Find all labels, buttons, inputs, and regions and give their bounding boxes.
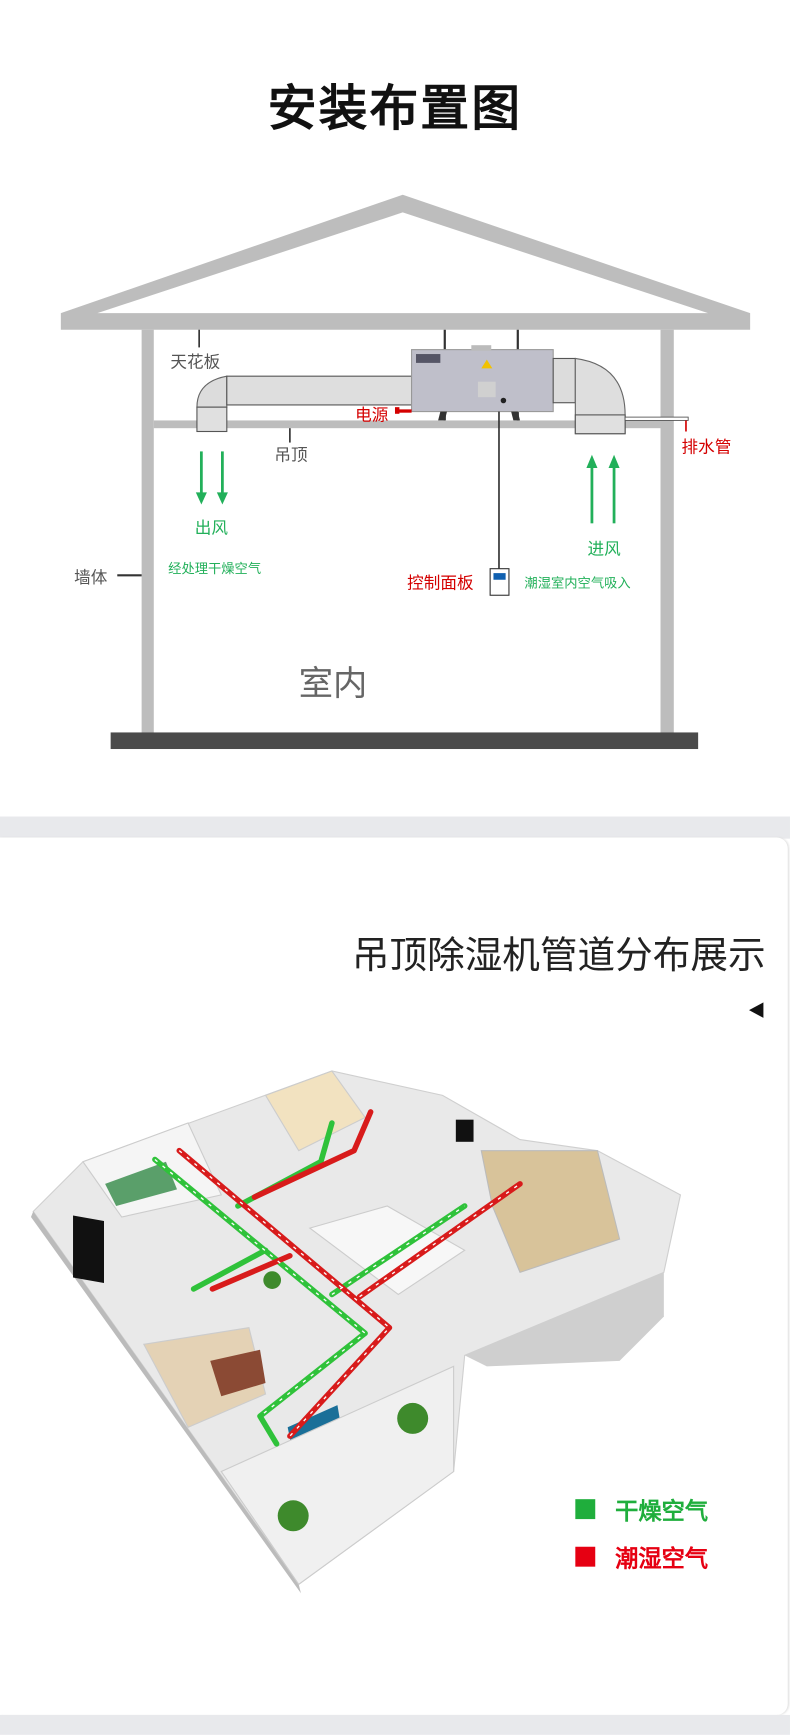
page-title: 安装布置图 (267, 80, 523, 138)
wall-label: 墙体 (74, 567, 108, 588)
floor (110, 732, 699, 750)
installation-diagram (60, 194, 751, 750)
inlet-duct (552, 357, 626, 435)
power-label: 电源 (355, 404, 389, 425)
legend-label-humid: 潮湿空气 (615, 1545, 709, 1573)
humid-air-label: 潮湿室内空气吸入 (524, 575, 631, 591)
dehumidifier-unit (411, 345, 554, 421)
inlet-arrows-icon (586, 454, 620, 524)
apartment-duct-illustration (30, 1070, 682, 1594)
outlet-duct (196, 375, 413, 433)
right-wall (660, 329, 674, 735)
indoor-label: 室内 (298, 663, 368, 704)
drain-pipe-label: 排水管 (681, 437, 732, 457)
triangle-left-icon[interactable] (749, 1002, 764, 1018)
left-wall (141, 329, 154, 735)
ceiling-board-label: 天花板 (170, 351, 221, 372)
control-panel-device (489, 568, 510, 596)
legend-swatch-humid (575, 1546, 596, 1567)
drain-pipe (624, 416, 689, 421)
suspended-ceiling-label: 吊顶 (274, 444, 308, 465)
distribution-heading: 吊顶除湿机管道分布展示 (351, 933, 766, 979)
legend-label-dry: 干燥空气 (615, 1498, 709, 1525)
power-cable (397, 409, 412, 413)
outlet-air-label: 出风 (194, 517, 228, 538)
outlet-arrows-icon (195, 451, 228, 505)
suspended-ceiling-line (153, 420, 661, 429)
legend-swatch-dry (575, 1499, 596, 1520)
section-divider-bottom (0, 1714, 790, 1735)
control-panel-label: 控制面板 (407, 573, 474, 594)
section-divider (0, 816, 790, 839)
dry-air-label: 经处理干燥空气 (168, 560, 262, 577)
inlet-air-label: 进风 (587, 538, 621, 559)
